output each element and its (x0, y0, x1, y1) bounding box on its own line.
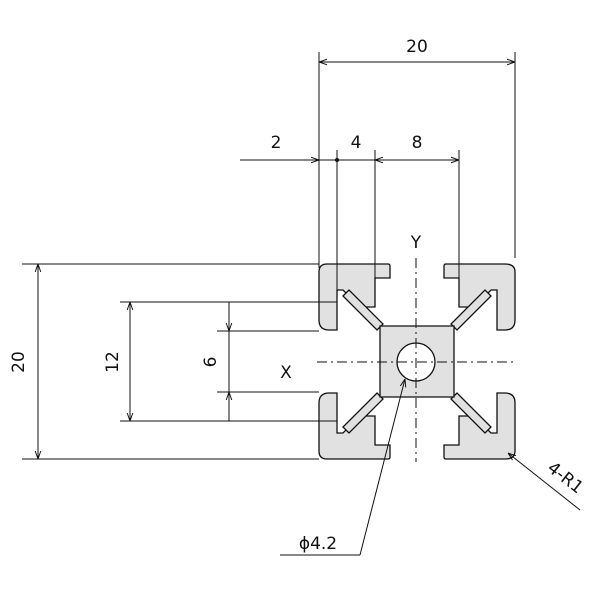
slot-opening-label: 6 (201, 357, 221, 368)
profile-web-top-right (450, 289, 492, 331)
dimension-overall-height: 20 (9, 264, 38, 459)
extension-lines-top (318, 52, 516, 290)
dimension-inner-height: 12 (103, 302, 130, 421)
profile-web-bottom-left (342, 392, 384, 434)
x-axis-label: X (280, 363, 292, 383)
y-axis-label: Y (410, 233, 422, 253)
profile-web-bottom-right (450, 392, 492, 434)
slot-lip-label: 2 (271, 133, 282, 153)
leader-hole-diameter: ϕ4.2 (280, 379, 405, 556)
dimension-slot-opening: 6 (201, 302, 229, 421)
extension-lines-left (22, 263, 337, 460)
dimension-slot-chain: 2 4 8 (240, 133, 459, 162)
overall-height-label: 20 (9, 351, 29, 373)
leader-corner-radius: 4-R1 (508, 453, 587, 511)
inner-height-label: 12 (103, 351, 123, 373)
overall-width-label: 20 (406, 37, 428, 57)
slot-width-label: 8 (412, 133, 423, 153)
hole-diameter-label: ϕ4.2 (299, 534, 337, 554)
corner-radius-label: 4-R1 (543, 458, 587, 498)
dimension-overall-width: 20 (319, 37, 515, 62)
wall-label: 4 (351, 133, 362, 153)
profile-web-top-left (342, 289, 384, 331)
